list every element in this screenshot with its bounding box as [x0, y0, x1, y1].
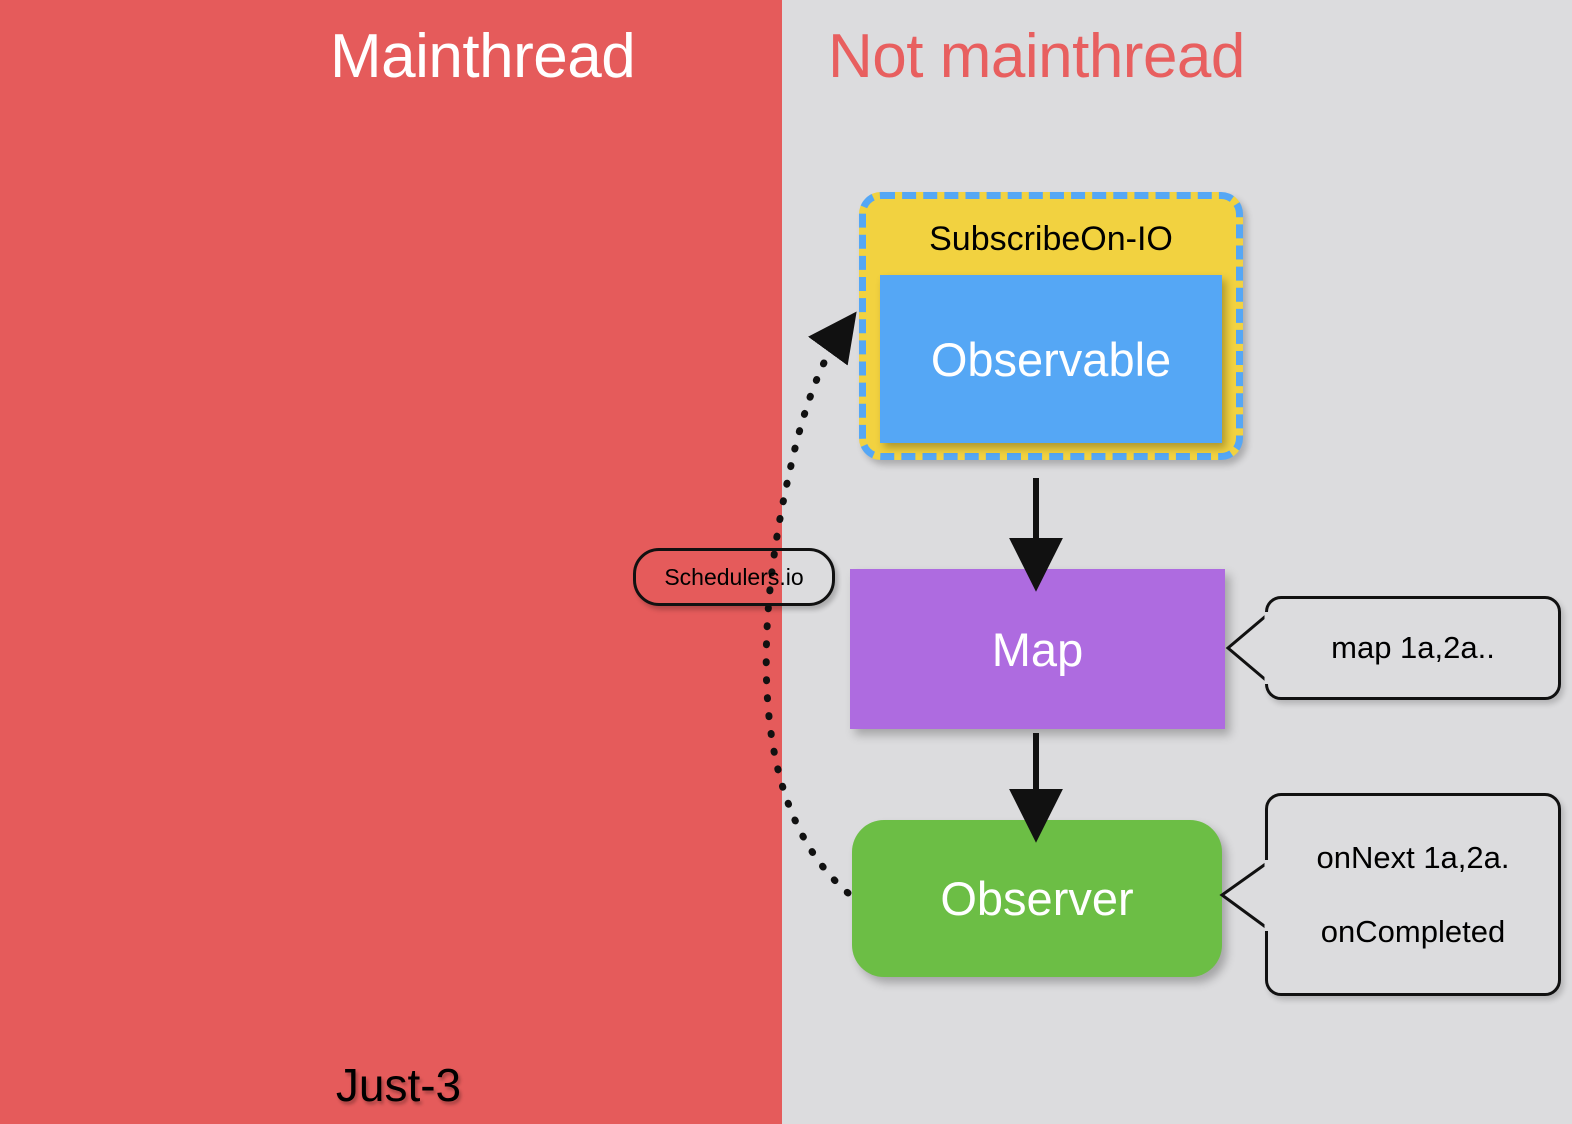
- observable-label: Observable: [930, 332, 1172, 386]
- subscribeon-io-group[interactable]: SubscribeOn-IO Observable: [859, 192, 1243, 460]
- schedulers-io-pill[interactable]: Schedulers.io: [633, 548, 835, 606]
- bottom-caption: Just-3: [0, 1058, 1572, 1112]
- observable-node[interactable]: Observable: [880, 275, 1222, 443]
- observer-callout: onNext 1a,2a. onCompleted: [1265, 793, 1561, 996]
- map-node[interactable]: Map: [850, 569, 1225, 729]
- subscribeon-io-label: SubscribeOn-IO: [929, 220, 1173, 258]
- bottom-caption-text: Just-3: [335, 1059, 462, 1111]
- schedulers-io-label: Schedulers.io: [664, 563, 804, 590]
- observer-label: Observer: [940, 872, 1134, 925]
- mainthread-heading: Mainthread: [330, 22, 636, 91]
- not-mainthread-heading: Not mainthread: [828, 22, 1245, 91]
- observer-callout-line-2: onCompleted: [1320, 913, 1506, 949]
- map-label: Map: [991, 622, 1084, 676]
- map-callout: map 1a,2a..: [1265, 596, 1561, 700]
- observer-callout-line-1: onNext 1a,2a.: [1316, 839, 1510, 875]
- map-callout-line-1: map 1a,2a..: [1331, 630, 1495, 665]
- observer-node[interactable]: Observer: [852, 820, 1222, 977]
